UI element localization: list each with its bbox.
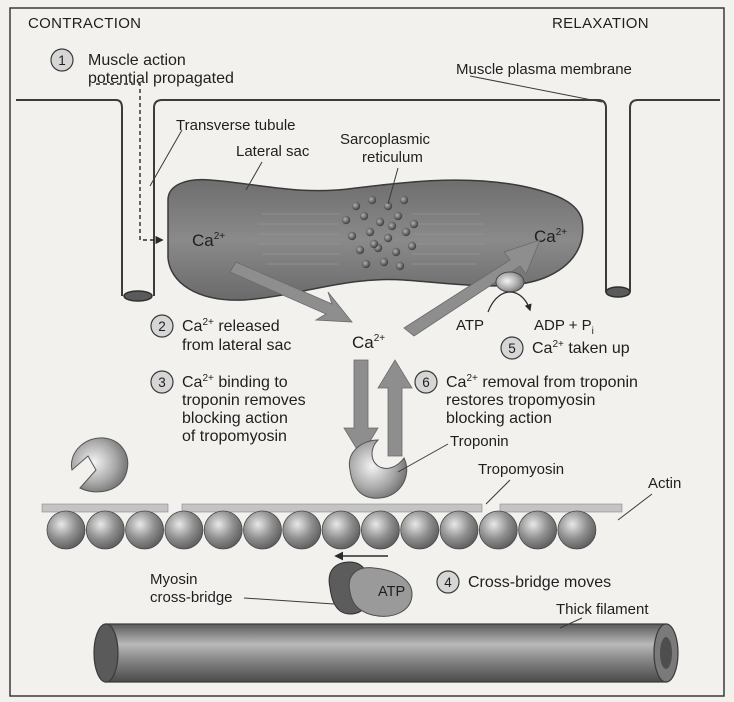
heading-contraction: CONTRACTION: [28, 15, 141, 32]
step-6-line2: restores tropomyosin: [446, 392, 595, 409]
calcium-granule: [394, 212, 402, 220]
atp-hydrolysis-arrow: [488, 292, 530, 312]
step-3: 3 Ca2+ binding to troponin removes block…: [151, 371, 306, 445]
actin-bead: [440, 511, 478, 549]
step-1-number: 1: [58, 53, 66, 68]
step-6: 6 Ca2+ removal from troponin restores tr…: [415, 371, 638, 427]
calcium-granule: [402, 228, 410, 236]
calcium-granule: [392, 248, 400, 256]
step-3-line3: blocking action: [182, 410, 288, 427]
myosin-label-line1: Myosin: [150, 571, 198, 588]
calcium-granule: [400, 196, 408, 204]
actin-bead: [204, 511, 242, 549]
ca-removal-arrow: [378, 360, 412, 456]
heading-relaxation: RELAXATION: [552, 15, 649, 32]
step-5-line1: Ca2+ taken up: [532, 339, 630, 357]
calcium-granule: [352, 202, 360, 210]
calcium-granule: [342, 216, 350, 224]
actin-filament: [47, 511, 596, 549]
calcium-granule: [410, 220, 418, 228]
actin-bead: [283, 511, 321, 549]
lateral-sac-label: Lateral sac: [236, 143, 310, 160]
step-6-number: 6: [422, 375, 430, 390]
calcium-granule: [368, 196, 376, 204]
sr-label-line1: Sarcoplasmic: [340, 131, 431, 148]
step-3-line2: troponin removes: [182, 392, 306, 409]
step-2-line2: from lateral sac: [182, 337, 291, 354]
actin-bead: [47, 511, 85, 549]
membrane-label: Muscle plasma membrane: [456, 61, 632, 78]
step-5-number: 5: [508, 341, 516, 356]
actin-label: Actin: [648, 475, 681, 492]
calcium-granule: [356, 246, 364, 254]
tropomyosin-leader: [486, 480, 510, 504]
sr-label-line2: reticulum: [362, 149, 423, 166]
calcium-pump: [496, 272, 524, 292]
step-2-line1: Ca2+ released: [182, 317, 280, 335]
actin-bead: [519, 511, 557, 549]
calcium-granule: [384, 234, 392, 242]
step-3-number: 3: [158, 375, 166, 390]
actin-bead: [86, 511, 124, 549]
membrane-leader: [470, 76, 602, 102]
t-tubule-opening-right: [606, 287, 630, 297]
calcium-granule: [370, 240, 378, 248]
step-2: 2 Ca2+ released from lateral sac: [151, 315, 291, 354]
step-1-line1: Muscle action: [88, 52, 186, 69]
troponin-label: Troponin: [450, 433, 509, 450]
actin-bead: [322, 511, 360, 549]
thick-filament: [94, 624, 678, 682]
step-3-line4: of tropomyosin: [182, 428, 287, 445]
step-2-number: 2: [158, 319, 166, 334]
step-6-line3: blocking action: [446, 410, 552, 427]
adp-label: ADP + Pi: [534, 317, 594, 337]
step-3-line1: Ca2+ binding to: [182, 373, 288, 391]
step-6-line1: Ca2+ removal from troponin: [446, 373, 638, 391]
t-tubule-label: Transverse tubule: [176, 117, 296, 134]
step-4: 4 Cross-bridge moves: [437, 571, 611, 593]
calcium-granule: [388, 222, 396, 230]
tropomyosin-label: Tropomyosin: [478, 461, 564, 478]
actin-bead: [165, 511, 203, 549]
actin-bead: [479, 511, 517, 549]
calcium-granule: [408, 242, 416, 250]
actin-bead: [558, 511, 596, 549]
ca-ion-center: Ca2+: [352, 333, 385, 352]
actin-bead: [361, 511, 399, 549]
step-4-line1: Cross-bridge moves: [468, 574, 611, 591]
calcium-granule: [360, 212, 368, 220]
calcium-granule: [380, 258, 388, 266]
myosin-leader: [244, 598, 334, 604]
step-5: 5 Ca2+ taken up: [501, 337, 630, 359]
actin-bead: [401, 511, 439, 549]
actin-bead: [126, 511, 164, 549]
action-potential-path: [96, 84, 162, 240]
calcium-granule: [396, 262, 404, 270]
step-4-number: 4: [444, 575, 452, 590]
troponin-leader: [398, 444, 448, 472]
myosin-label-line2: cross-bridge: [150, 589, 233, 606]
actin-leader: [618, 494, 652, 520]
calcium-granule: [362, 260, 370, 268]
step-1-line2: potential propagated: [88, 70, 234, 87]
actin-bead: [244, 511, 282, 549]
atp-bridge-label: ATP: [378, 584, 405, 600]
atp-pump-label: ATP: [456, 317, 484, 334]
step-1: 1 Muscle action potential propagated: [51, 49, 234, 87]
calcium-granule: [348, 232, 356, 240]
calcium-granule: [376, 218, 384, 226]
thick-filament-label: Thick filament: [556, 601, 649, 618]
calcium-granule: [366, 228, 374, 236]
troponin-unbound: [71, 438, 127, 492]
t-tubule-opening-left: [124, 291, 152, 301]
